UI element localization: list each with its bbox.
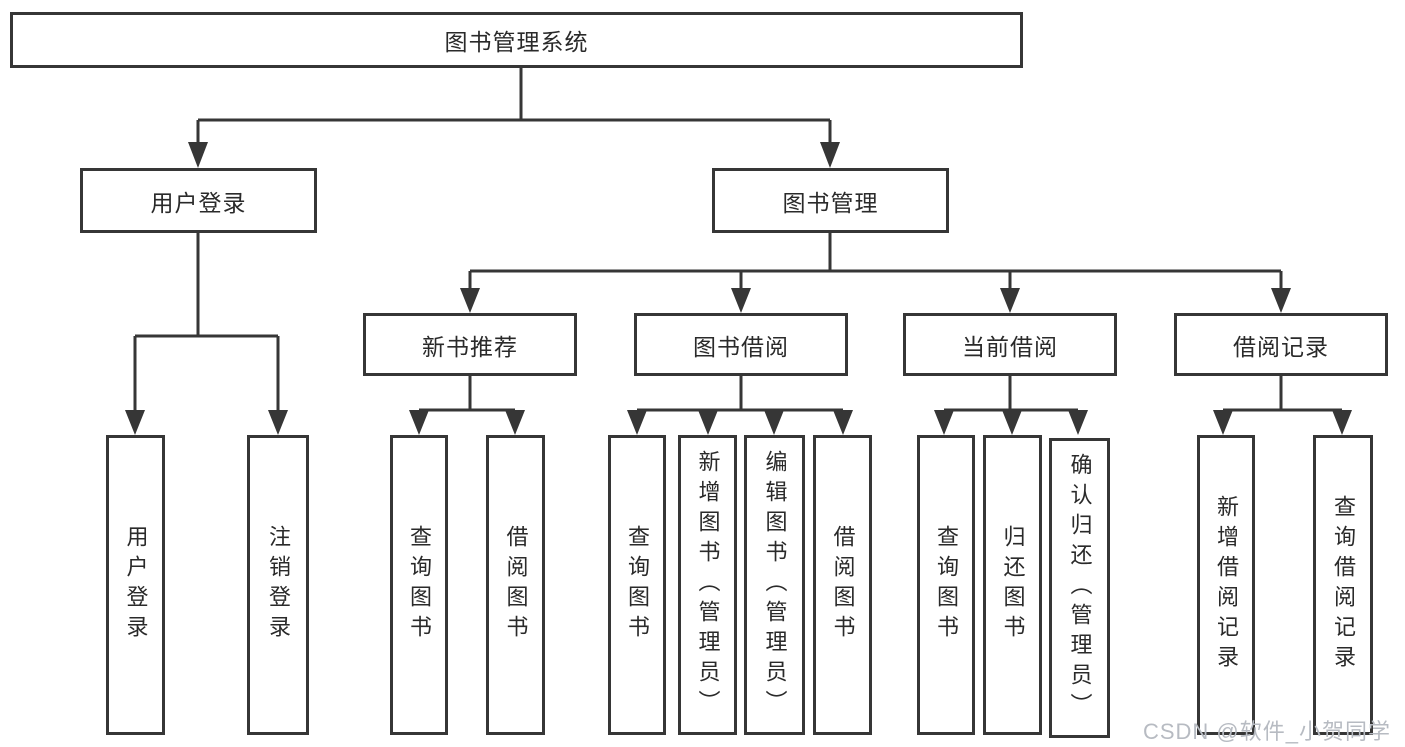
node-borrowing-records: 借阅记录 [1174,313,1388,376]
csdn-watermark: CSDN @软件_小贺同学 [1142,719,1391,744]
node-label: 注销登录 [266,525,291,645]
node-current-borrowing: 当前借阅 [903,313,1117,376]
node-label: 查询借阅记录 [1331,495,1356,675]
node-book-management: 图书管理 [712,168,949,233]
leaf-bb-borrow-books: 借阅图书 [813,435,872,735]
node-label: 查询图书 [934,525,959,645]
leaf-nbr-borrow-books: 借阅图书 [486,435,545,735]
leaf-br-query-record: 查询借阅记录 [1313,435,1373,735]
node-label: 用户登录 [123,525,149,645]
node-label: 借阅图书 [503,525,529,645]
node-label: 归还图书 [1000,525,1026,645]
leaf-bb-query-books: 查询图书 [608,435,666,735]
node-label: 新增图书（管理员） [695,450,721,720]
leaf-nbr-query-books: 查询图书 [390,435,448,735]
leaf-cb-confirm-return-admin: 确认归还（管理员） [1049,438,1110,738]
leaf-br-add-record: 新增借阅记录 [1197,435,1255,735]
node-user-login: 用户登录 [80,168,317,233]
leaf-cb-query-books: 查询图书 [917,435,975,735]
leaf-cb-return-books: 归还图书 [983,435,1042,735]
leaf-bb-add-book-admin: 新增图书（管理员） [678,435,737,735]
node-label: 查询图书 [625,525,650,645]
node-label: 编辑图书（管理员） [762,450,788,720]
node-new-book-recommend: 新书推荐 [363,313,577,376]
leaf-user-login: 用户登录 [106,435,165,735]
node-book-borrowing: 图书借阅 [634,313,848,376]
leaf-logout: 注销登录 [247,435,309,735]
node-label: 确认归还（管理员） [1067,453,1093,723]
node-label: 借阅图书 [830,525,856,645]
node-label: 新增借阅记录 [1214,495,1239,675]
leaf-bb-edit-book-admin: 编辑图书（管理员） [744,435,805,735]
node-library-system: 图书管理系统 [10,12,1023,68]
node-label: 查询图书 [407,525,432,645]
